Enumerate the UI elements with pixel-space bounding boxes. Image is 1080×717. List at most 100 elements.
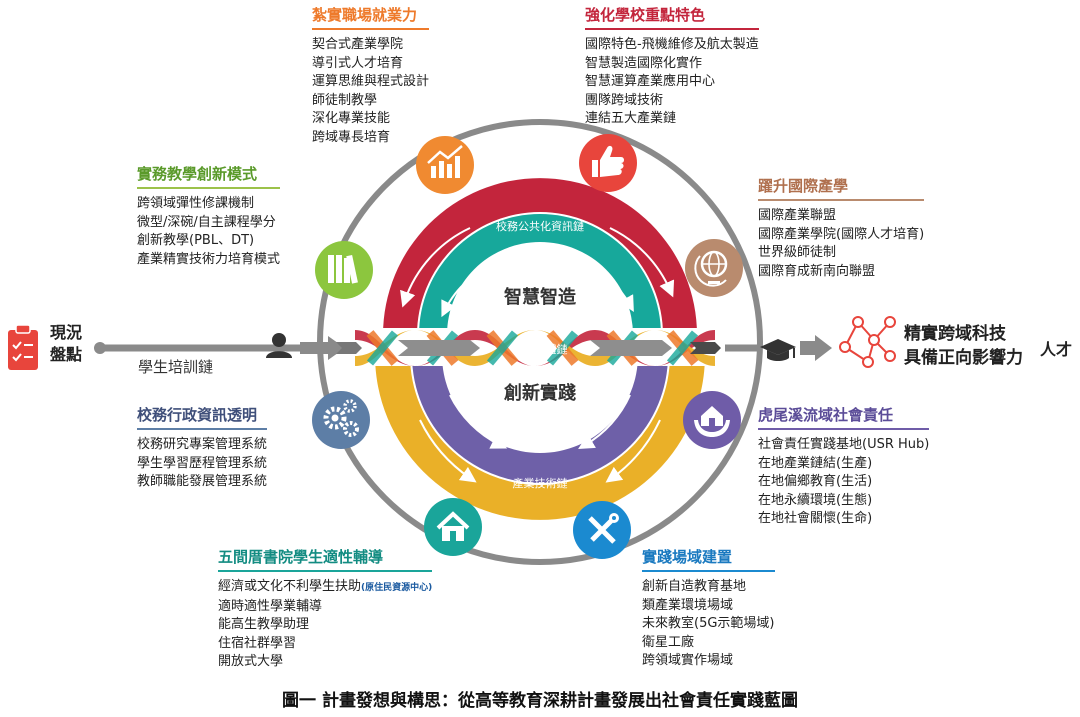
list-item: 衛星工廠: [642, 634, 695, 650]
block-counsel-title: 五間厝書院學生適性輔導: [218, 546, 433, 572]
list-item: 國際特色-飛機維修及航太製造: [585, 37, 759, 52]
block-counsel-list: 經濟或文化不利學生扶助(原住民資源中心) 適時適性學業輔導 能高生教學助理 住宿…: [218, 578, 432, 672]
list-item: 智慧製造國際化實作: [585, 55, 703, 71]
person-icon: [266, 333, 292, 358]
ring-purple-arc: [412, 355, 668, 483]
list-item: 學生學習歷程管理系統: [137, 455, 268, 471]
list-item: 跨領域實作場域: [642, 653, 734, 668]
list-item: 住宿社群學習: [218, 635, 297, 651]
dna-helix: [336, 328, 725, 366]
network-icon: [839, 316, 896, 368]
list-item: 導引式人才培育: [312, 55, 404, 71]
list-item: 智慧運算產業應用中心: [585, 74, 716, 89]
house-icon: [424, 498, 482, 556]
outcome-line2: 具備正向影響力: [904, 348, 1023, 368]
outcome-tail: 人才: [1040, 340, 1073, 359]
block-admin: 校務行政資訊透明 校務研究專案管理系統 學生學習歷程管理系統 教師職能發展管理系…: [137, 404, 268, 492]
figure-caption: 圖一 計畫發想與構思：從高等教育深耕計畫發展出社會責任實踐藍圖: [282, 691, 798, 711]
list-item: 跨領域彈性修課機制: [137, 196, 255, 211]
block-admin-list: 校務研究專案管理系統 學生學習歷程管理系統 教師職能發展管理系統: [137, 436, 267, 492]
center-title-top: 智慧智造: [504, 286, 576, 308]
list-item: 微型/深碗/自主課程學分: [137, 214, 276, 230]
tools-icon: [573, 501, 631, 559]
list-item: 國際產業聯盟: [758, 208, 837, 223]
counsel-item1-main: 經濟或文化不利學生扶助: [218, 579, 362, 594]
block-features-list: 國際特色-飛機維修及航太製造 智慧製造國際化實作 智慧運算產業應用中心 團隊跨域…: [585, 36, 759, 129]
list-item: 類產業環境場域: [642, 597, 734, 613]
block-features: 強化學校重點特色 國際特色-飛機維修及航太製造 智慧製造國際化實作 智慧運算產業…: [585, 4, 759, 129]
list-item: 在地偏鄉教育(生活): [758, 474, 873, 489]
list-item: 教師職能發展管理系統: [137, 474, 268, 489]
ring-purple-arrow-left: [449, 394, 508, 449]
outcome-line1: 精實跨域科技: [904, 324, 1006, 344]
current-status-label: 現況 盤點: [50, 322, 82, 366]
student-training-chain-label: 學生培訓鏈: [138, 358, 214, 376]
list-item: 在地永續環境(生態): [758, 492, 873, 508]
ring-teal-arrow-right: [579, 261, 634, 312]
block-intl-title: 躍升國際產學: [758, 175, 925, 201]
block-field-title: 實踐場域建置: [642, 546, 775, 572]
block-intl: 躍升國際產學 國際產業聯盟 國際產業學院(國際人才培育) 世界級師徒制 國際育成…: [758, 175, 925, 281]
list-item: 創新自造教育基地: [642, 579, 747, 594]
block-workforce-list: 契合式產業學院 導引式人才培育 運算思維與程式設計 師徒制教學 深化專業技能 跨…: [312, 36, 429, 147]
current-status-line2: 盤點: [50, 345, 83, 364]
outer-ring: [317, 119, 763, 565]
list-item: 契合式產業學院: [312, 37, 404, 52]
list-item: 產業精實技術力培育模式: [137, 251, 281, 267]
block-field: 實踐場域建置 創新自造教育基地 類產業環境場域 未來教室(5G示範場域) 衛星工…: [642, 546, 775, 671]
right-connector-arrow: [800, 335, 832, 361]
list-item: 深化專業技能: [312, 111, 391, 126]
ring-teal-arrow-left: [441, 261, 501, 318]
list-item: 連結五大產業鏈: [585, 111, 677, 126]
ring-red-arrow-right: [609, 227, 675, 298]
globe-icon: [685, 239, 743, 297]
list-item: 國際育成新南向聯盟: [758, 263, 876, 279]
ring-purple-label: 社會責任鏈: [503, 435, 558, 449]
ring-yellow-label: 產業技術鏈: [513, 476, 568, 490]
gears-icon: [312, 391, 370, 449]
block-teaching: 實務教學創新模式 跨領域彈性修課機制 微型/深碗/自主課程學分 創新教學(PBL…: [137, 163, 281, 269]
center-mid-label: 場域硬體鏈: [513, 342, 568, 356]
thumbs-up-icon: [579, 134, 637, 192]
clipboard-icon: [8, 324, 38, 370]
list-item: 師徒制教學: [312, 92, 378, 108]
ring-purple-arrow-right: [578, 394, 631, 450]
block-field-list: 創新自造教育基地 類產業環境場域 未來教室(5G示範場域) 衛星工廠 跨領域實作…: [642, 578, 775, 671]
ring-red-arc: [383, 178, 697, 335]
list-item: 運算思維與程式設計: [312, 74, 430, 89]
counsel-item1-note: (原住民資源中心): [361, 583, 433, 593]
chart-icon: [416, 136, 474, 194]
block-intl-list: 國際產業聯盟 國際產業學院(國際人才培育) 世界級師徒制 國際育成新南向聯盟: [758, 207, 924, 281]
list-item: 跨域專長培育: [312, 129, 391, 145]
graduation-cap-icon: [760, 339, 796, 361]
care-house-icon: [683, 391, 741, 449]
block-usr-title: 虎尾溪流域社會責任: [758, 404, 930, 430]
block-workforce-title: 紮實職場就業力: [312, 4, 430, 30]
books-icon: [315, 241, 373, 299]
block-usr: 虎尾溪流域社會責任 社會責任實踐基地(USR Hub) 在地產業鏈結(生產) 在…: [758, 404, 930, 529]
ring-teal-label: 教師職能發展鏈: [502, 252, 579, 266]
list-item: 國際產業學院(國際人才培育): [758, 226, 925, 242]
list-item: 團隊跨域技術: [585, 92, 664, 108]
list-item: 世界級師徒制: [758, 245, 837, 260]
list-item: 未來教室(5G示範場域): [642, 616, 775, 631]
block-usr-list: 社會責任實踐基地(USR Hub) 在地產業鏈結(生產) 在地偏鄉教育(生活) …: [758, 436, 929, 529]
list-item: 在地社會關懷(生命): [758, 511, 873, 526]
list-item: 能高生教學助理: [218, 617, 310, 632]
ring-red-label: 校務公共化資訊鏈: [496, 219, 584, 233]
list-item: 開放式大學: [218, 654, 284, 669]
left-connector-dot: [94, 342, 106, 354]
block-teaching-title: 實務教學創新模式: [137, 163, 281, 189]
list-item: 社會責任實踐基地(USR Hub): [758, 437, 930, 452]
center-title-bottom: 創新實踐: [503, 382, 576, 404]
block-workforce: 紮實職場就業力 契合式產業學院 導引式人才培育 運算思維與程式設計 師徒制教學 …: [312, 4, 430, 147]
list-item: 適時適性學業輔導: [218, 598, 323, 614]
ring-teal-arc: [419, 214, 661, 335]
current-status-line1: 現況: [50, 323, 83, 342]
block-admin-title: 校務行政資訊透明: [137, 404, 268, 430]
ring-red-arrow-left: [400, 227, 471, 308]
list-item: 創新教學(PBL、DT): [137, 233, 255, 248]
block-teaching-list: 跨領域彈性修課機制 微型/深碗/自主課程學分 創新教學(PBL、DT) 產業精實…: [137, 195, 280, 269]
list-item: 校務研究專案管理系統: [137, 437, 268, 452]
